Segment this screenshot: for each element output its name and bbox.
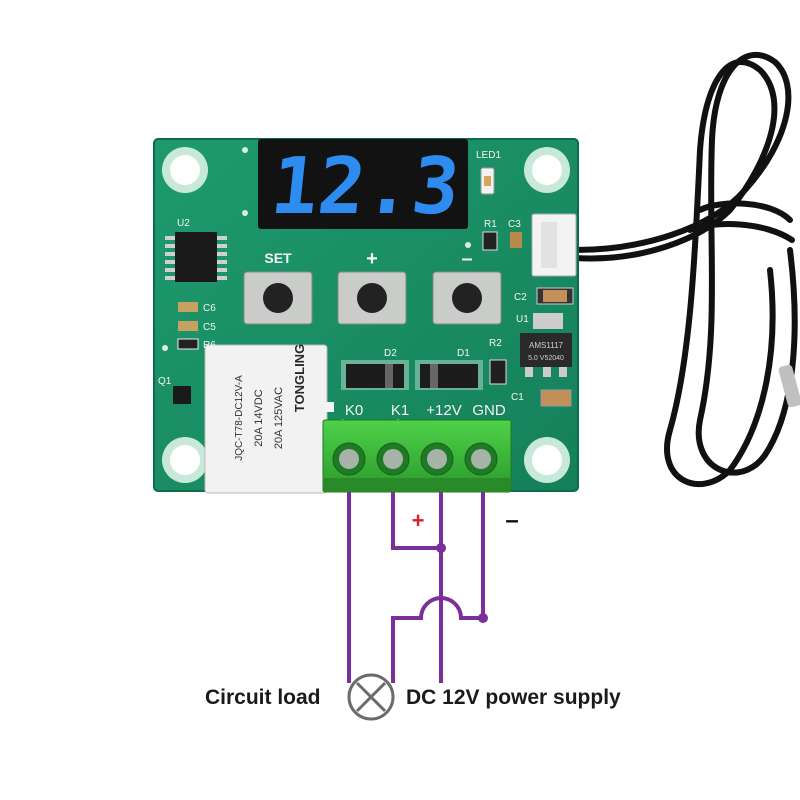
minus-symbol: –	[505, 507, 518, 534]
display-digits: 12.3	[267, 141, 464, 232]
diode-d2	[341, 360, 409, 390]
wiring	[347, 492, 485, 683]
plus-symbol: +	[412, 508, 425, 533]
terminal-screw-k0[interactable]	[332, 442, 366, 476]
regulator-line1: AMS1117	[529, 341, 563, 350]
diode-d1	[415, 360, 483, 390]
junction-dot-gnd	[478, 613, 488, 623]
sensor-probe	[778, 364, 800, 408]
button-minus-label: –	[461, 248, 472, 270]
wire-load-return	[391, 596, 483, 683]
voltage-regulator: AMS1117 5.0 V52040	[520, 333, 572, 377]
terminal-block	[322, 419, 512, 493]
silk-u2: U2	[177, 218, 190, 229]
button-plus[interactable]	[337, 271, 407, 325]
button-minus[interactable]	[432, 271, 502, 325]
terminal-screw-gnd[interactable]	[464, 442, 498, 476]
led-indicator	[480, 167, 495, 195]
circuit-load-icon	[347, 673, 395, 721]
terminal-screw-k1[interactable]	[376, 442, 410, 476]
silk-r1: R1	[484, 219, 497, 230]
seven-segment-display: 12.3	[258, 139, 468, 232]
terminal-label-gnd: GND	[472, 402, 506, 419]
silk-c1: C1	[511, 392, 524, 403]
relay: TONGLING 20A 125VAC 20A 14VDC JQC-T78-DC…	[204, 344, 328, 494]
silk-c5: C5	[203, 322, 216, 333]
silk-d2: D2	[384, 348, 397, 359]
button-set[interactable]	[243, 271, 313, 325]
terminal-pin1-marker	[326, 402, 334, 412]
terminal-label-k0: K0	[345, 402, 363, 419]
terminal-label-12v: +12V	[426, 402, 461, 419]
terminal-label-k1: K1	[391, 402, 409, 419]
mounting-holes	[162, 147, 570, 483]
wire-k1	[391, 492, 441, 550]
power-supply-label: DC 12V power supply	[406, 686, 621, 709]
silk-c6: C6	[203, 303, 216, 314]
silk-r2: R2	[489, 338, 502, 349]
relay-line-2: 20A 14VDC	[253, 389, 265, 447]
u2-chip	[165, 232, 227, 282]
silk-u1: U1	[516, 314, 529, 325]
relay-line-3: JQC-T78-DC12V-A	[234, 375, 245, 461]
sensor-cable	[572, 51, 798, 488]
smd-components	[173, 231, 574, 407]
sensor-connector	[531, 213, 577, 277]
regulator-line2: 5.0 V52040	[528, 355, 564, 362]
circuit-load-label: Circuit load	[205, 686, 321, 709]
junction-dot-plus	[436, 543, 446, 553]
silk-c2: C2	[514, 292, 527, 303]
silk-led1: LED1	[476, 150, 501, 161]
silk-r6: R6	[203, 340, 216, 351]
relay-brand: TONGLING	[292, 344, 307, 412]
silk-c3: C3	[508, 219, 521, 230]
silk-d1: D1	[457, 348, 470, 359]
silkscreen-labels: LED1 U2 R1 C3 C2 U1 C6 C5 R6 Q1 D2 D1 R2…	[158, 150, 529, 403]
button-set-label: SET	[264, 250, 292, 266]
terminal-screw-12v[interactable]	[420, 442, 454, 476]
silk-q1: Q1	[158, 376, 172, 387]
button-plus-label: +	[366, 248, 378, 270]
relay-line-1: 20A 125VAC	[273, 387, 285, 449]
